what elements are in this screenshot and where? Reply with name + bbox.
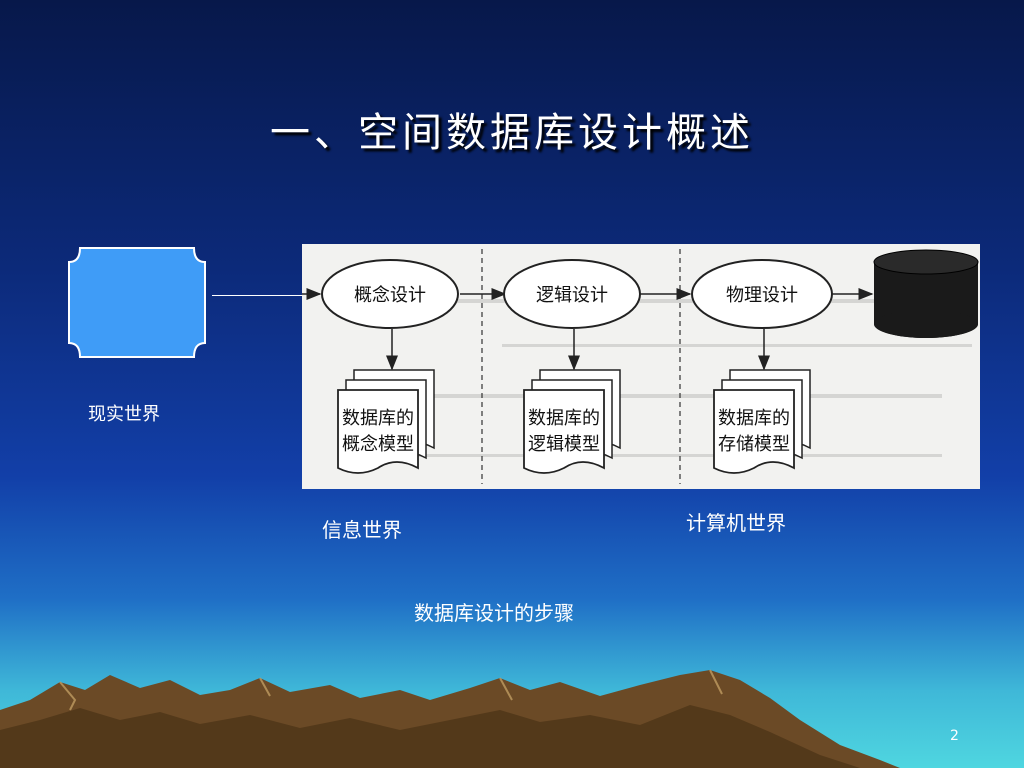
model-line-2: 逻辑模型	[528, 434, 600, 455]
page-number: 2	[950, 728, 959, 744]
model-line-1: 数据库的	[342, 408, 414, 429]
stage-name: 物理设计	[726, 285, 798, 306]
design-steps-diagram: 概念设计 数据库的 概念模型 逻辑设计 数据库的 逻辑模型 物理设计	[302, 244, 980, 489]
reality-connector-line	[212, 295, 304, 296]
model-line-1: 数据库的	[528, 408, 600, 429]
stage-concept: 概念设计 数据库的 概念模型	[321, 259, 459, 474]
model-line-2: 存储模型	[718, 434, 790, 455]
model-line-1: 数据库的	[718, 408, 790, 429]
stage-physical: 物理设计 数据库的 存储模型	[691, 259, 833, 474]
slide-title: 一、空间数据库设计概述	[270, 110, 754, 156]
stage-name: 逻辑设计	[536, 285, 608, 306]
reality-world-shape	[68, 247, 206, 358]
computer-world-label: 计算机世界	[686, 511, 786, 535]
model-line-2: 概念模型	[342, 433, 414, 455]
database-cylinder-icon	[873, 249, 979, 338]
stage-name: 概念设计	[354, 284, 426, 306]
info-world-label: 信息世界	[322, 518, 402, 542]
mountain-landscape	[0, 669, 900, 768]
stage-logical: 逻辑设计 数据库的 逻辑模型	[503, 259, 641, 474]
reality-world-label: 现实世界	[88, 404, 160, 425]
diagram-caption: 数据库设计的步骤	[414, 601, 574, 625]
